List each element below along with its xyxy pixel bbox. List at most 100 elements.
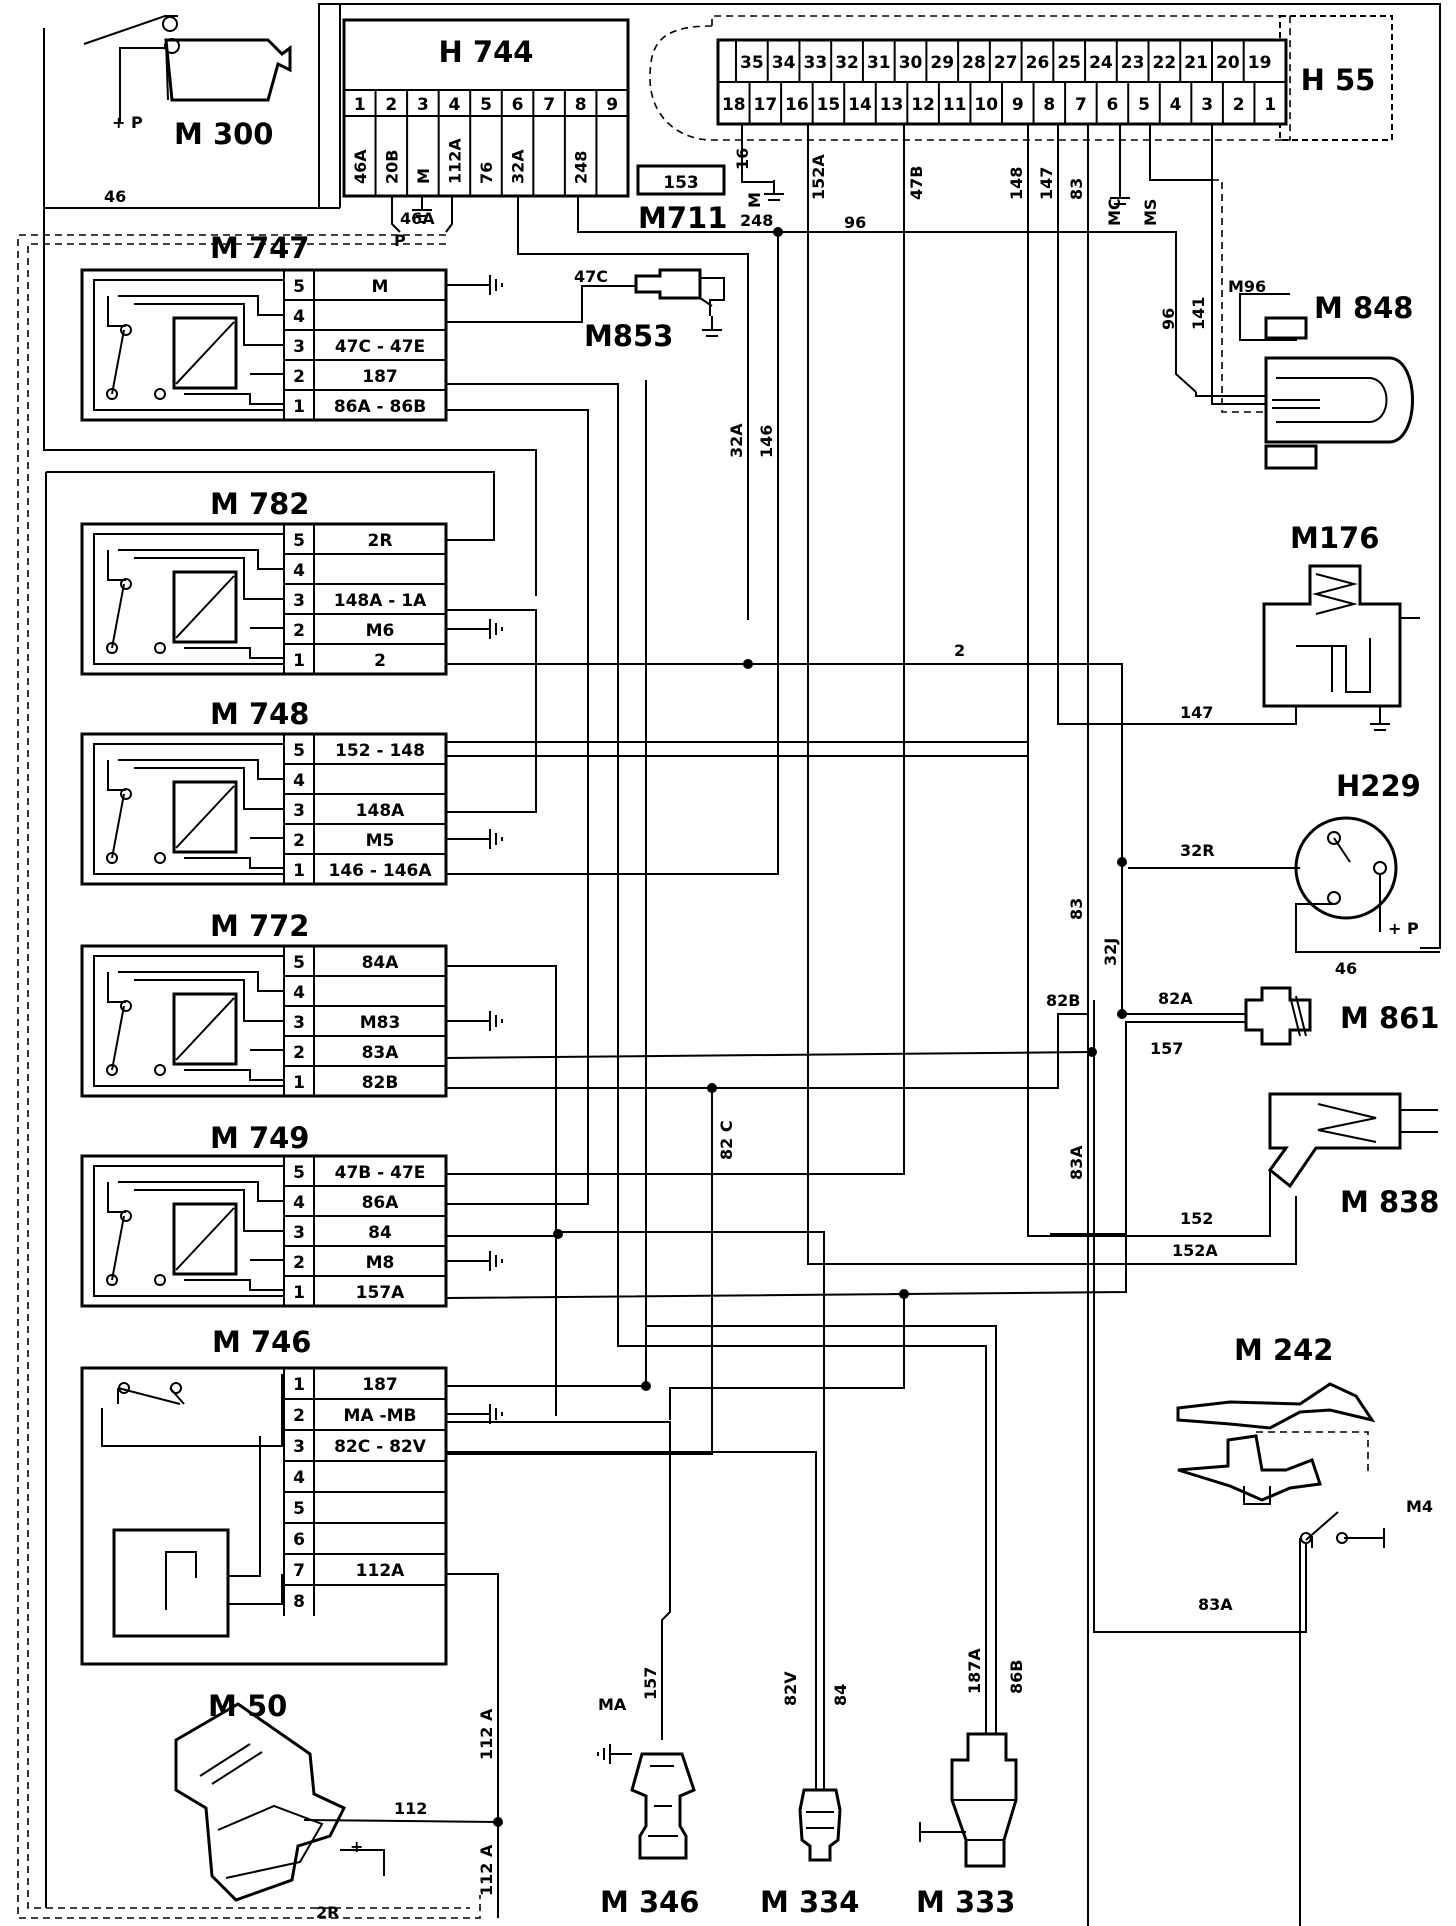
label-m176: M176 <box>1290 521 1379 555</box>
label-h229: H229 <box>1336 769 1421 803</box>
relay-row-label: 146 - 146A <box>328 861 432 881</box>
wire-146 <box>446 232 779 875</box>
relay-pin-3: 3 <box>293 591 305 611</box>
h744-wire-label: 248 <box>572 151 591 184</box>
h744-wire-label: 32A <box>509 149 528 184</box>
h55-pin-25: 25 <box>1057 53 1081 73</box>
h55-pin-9: 9 <box>1012 95 1024 115</box>
label-m242: M 242 <box>1234 1333 1334 1367</box>
h55-pin-4: 4 <box>1170 95 1182 115</box>
relay-pin-4: 4 <box>293 561 305 581</box>
relay-row-label: M <box>372 277 389 297</box>
relay-row-label: 2R <box>368 531 393 551</box>
relay-row-label: M8 <box>366 1253 395 1273</box>
wire-label-p-h229: + P <box>1388 919 1419 938</box>
relay-pin-1: 1 <box>293 651 305 671</box>
relay-row-label: M6 <box>366 621 395 641</box>
h55-pin-27: 27 <box>994 53 1018 73</box>
h55-pin-22: 22 <box>1153 53 1177 73</box>
wire-label-32r: 32R <box>1180 841 1215 860</box>
h744-pin-4: 4 <box>449 95 461 115</box>
relay-row-label: 152 - 148 <box>335 741 425 761</box>
dashed-return-inner <box>27 243 470 1909</box>
m861-sensor: M 861 82A 157 <box>1050 986 1440 1235</box>
wire-frame-top <box>318 3 1441 949</box>
relay-row-label: 86A - 86B <box>334 397 426 417</box>
h744-pin-9: 9 <box>606 95 618 115</box>
h744-pin-2: 2 <box>385 95 397 115</box>
wire-label-32a: 32A <box>727 423 746 458</box>
relay-pin-4: 4 <box>293 771 305 791</box>
h55-wire-label: MC <box>1105 198 1124 226</box>
relay-pin-1: 1 <box>293 397 305 417</box>
wire-141 <box>1195 392 1272 397</box>
label-m334: M 334 <box>760 1885 860 1919</box>
h55-pin-15: 15 <box>817 95 841 115</box>
m746-row-label: 82C - 82V <box>334 1437 427 1457</box>
m746-pin-6: 6 <box>293 1530 305 1550</box>
wire-label-146: 146 <box>757 425 776 458</box>
wire-label-83a-h: 83A <box>1198 1595 1233 1614</box>
wire-label-84: 84 <box>831 1684 850 1706</box>
relay-pin-2: 2 <box>293 621 305 641</box>
label-m300: M 300 <box>174 117 274 151</box>
h55-pin-6: 6 <box>1107 95 1119 115</box>
h55-pin-30: 30 <box>899 53 923 73</box>
h55-wire-label: 147 <box>1037 167 1056 200</box>
relay-pin-4: 4 <box>293 307 305 327</box>
label-h55: H 55 <box>1301 63 1376 97</box>
relay-pin-2: 2 <box>293 831 305 851</box>
h744-pin-7: 7 <box>543 95 555 115</box>
h55-pin-13: 13 <box>880 95 904 115</box>
relay-row-label: 86A <box>362 1193 400 1213</box>
relay-row-label: 187 <box>362 367 398 387</box>
relay-pin-5: 5 <box>293 741 305 761</box>
m346-sensor: MA 157 M 346 <box>446 1421 700 1919</box>
wire-h55-47b <box>446 124 905 1175</box>
label-m782: M 782 <box>210 487 310 521</box>
h55-pin-19: 19 <box>1248 53 1272 73</box>
wire-label-82v: 82V <box>781 1671 800 1706</box>
wire-label-157: 157 <box>1150 1039 1183 1058</box>
wire-label-187a: 187A <box>965 1648 984 1694</box>
relay-pin-2: 2 <box>293 367 305 387</box>
h744-pin-6: 6 <box>512 95 524 115</box>
wire-label-ma: MA <box>598 1695 627 1714</box>
relay-pin-3: 3 <box>293 1013 305 1033</box>
relay-row-label: 148A <box>356 801 405 821</box>
wire-label-p2: P <box>394 231 406 250</box>
relay-row-label: 157A <box>356 1283 405 1303</box>
m711-box-label: 153 <box>663 173 699 193</box>
wire-label-152: 152 <box>1180 1209 1213 1228</box>
wire-label-plus: + <box>350 1837 363 1856</box>
relay-pin-3: 3 <box>293 337 305 357</box>
h55-pin-35: 35 <box>740 53 764 73</box>
m242-thermo-switch: M 242 M4 83A <box>1093 1000 1433 1926</box>
wire-84a <box>446 965 560 1416</box>
wire-h744-32a <box>517 196 749 620</box>
wire-label-46a: 46A <box>400 209 435 228</box>
h55-pin-2: 2 <box>1233 95 1245 115</box>
label-h744: H 744 <box>439 35 534 69</box>
h55-pin-11: 11 <box>943 95 967 115</box>
h744-pin-3: 3 <box>417 95 429 115</box>
wire-label-m96: M96 <box>1228 277 1266 296</box>
relay-row-label: M5 <box>366 831 395 851</box>
h744-pin-5: 5 <box>480 95 492 115</box>
h55-pin-10: 10 <box>974 95 998 115</box>
wire-label-46-h229: 46 <box>1335 959 1357 978</box>
wire-label-147: 147 <box>1180 703 1213 722</box>
m176-pressure-switch: M176 <box>1262 521 1420 731</box>
relay-pin-5: 5 <box>293 277 305 297</box>
wire-label-112a-bottom: 112 A <box>477 1844 496 1896</box>
m300-starter: + P M 300 46 <box>104 16 292 206</box>
h744-wire-label: 76 <box>477 162 496 184</box>
relay-row-label: 82B <box>362 1073 399 1093</box>
m50-ignition-coil: M 50 + 112 2R <box>174 1689 503 1922</box>
h55-pin-34: 34 <box>772 53 796 73</box>
wire-label-152a: 152A <box>1172 1241 1218 1260</box>
